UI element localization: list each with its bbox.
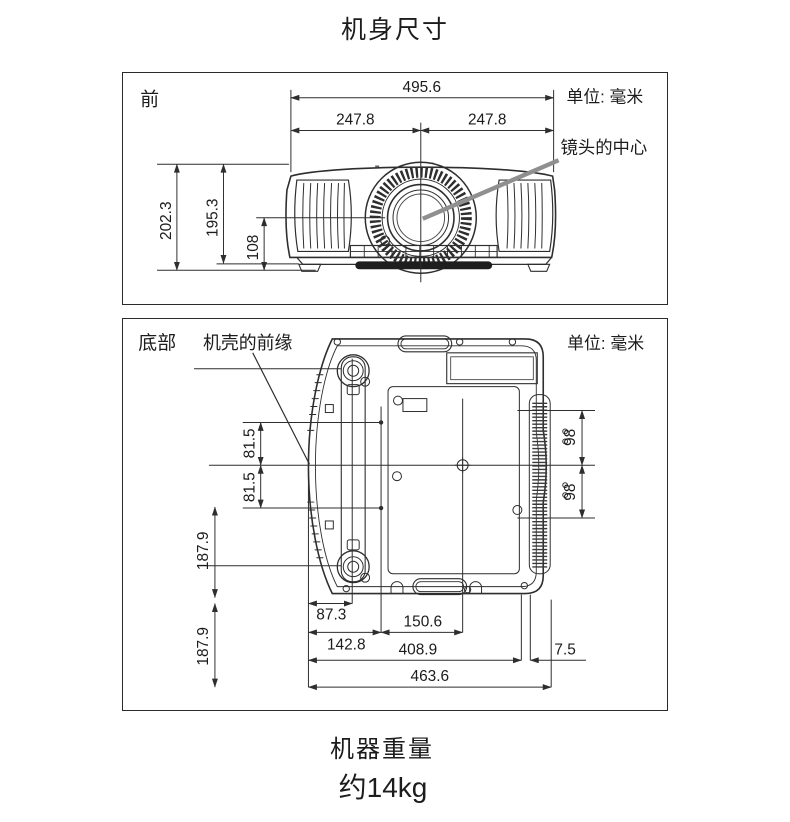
dim-lens-center-height: 108 — [245, 235, 262, 261]
screw-holes — [333, 338, 529, 594]
right-vent-grille — [495, 179, 554, 253]
dim-foot-offset: 87.3 — [316, 606, 346, 623]
left-foot — [298, 263, 322, 272]
dim-front-to-hole: 142.8 — [327, 636, 366, 653]
bottom-view-label: 底部 — [138, 332, 176, 354]
dim-mount-span: 408.9 — [399, 641, 438, 658]
front-edge-label: 机壳的前缘 — [203, 333, 293, 353]
front-view-panel: 495.6 247.8 247.8 202.3 195.3 108 前 单位: … — [122, 72, 668, 305]
dim-side-lower: 187.9 — [195, 627, 212, 666]
dim-right-half-width: 247.8 — [468, 112, 506, 129]
dim-overall-width: 495.6 — [403, 79, 441, 96]
lens-center-label: 镜头的中心 — [561, 137, 648, 157]
bottom-view-panel: 81.5 81.5 98 98 187.9 187.9 87.3 142.8 1… — [122, 318, 668, 711]
front-bottom-grille — [349, 244, 498, 258]
dim-depth-total: 463.6 — [411, 668, 450, 685]
weight-value: 约14kg — [338, 772, 428, 803]
front-edge-pointer — [252, 352, 310, 465]
front-view-dimensions: 495.6 247.8 247.8 202.3 195.3 108 — [157, 79, 555, 283]
weight-title: 机器重量 — [330, 736, 434, 763]
dim-front-hole-upper: 81.5 — [242, 428, 259, 458]
dim-side-upper: 187.9 — [195, 532, 212, 571]
bottom-unit-label: 单位: 毫米 — [567, 334, 644, 353]
page-title: 机身尺寸 — [340, 16, 449, 44]
rear-recess — [446, 352, 538, 385]
left-vent-grille — [294, 179, 352, 253]
side-vent-ribs — [528, 394, 551, 575]
right-edge-details — [562, 428, 569, 498]
bottom-view-drawing — [307, 335, 569, 596]
right-foot — [527, 263, 551, 272]
dim-rear-hole-upper: 98 — [562, 429, 579, 446]
front-unit-label: 单位: 毫米 — [567, 88, 644, 107]
lens-center-pointer — [421, 158, 560, 221]
mounting-plate — [378, 386, 523, 575]
dim-front-hole-lower: 81.5 — [242, 472, 259, 502]
base-shadow — [355, 261, 493, 270]
dim-rear-offset: 7.5 — [554, 641, 575, 658]
dim-left-half-width: 247.8 — [336, 112, 374, 129]
dim-rear-hole-lower: 98 — [562, 484, 579, 501]
dim-hole-span: 150.6 — [404, 613, 443, 630]
dim-overall-height: 202.3 — [158, 202, 175, 240]
front-edge-serration — [307, 374, 324, 559]
front-view-label: 前 — [140, 89, 159, 110]
front-feet — [336, 354, 371, 584]
bottom-view-dimensions: 81.5 81.5 98 98 187.9 187.9 87.3 142.8 1… — [194, 358, 595, 691]
dim-cabinet-height: 195.3 — [205, 199, 222, 237]
